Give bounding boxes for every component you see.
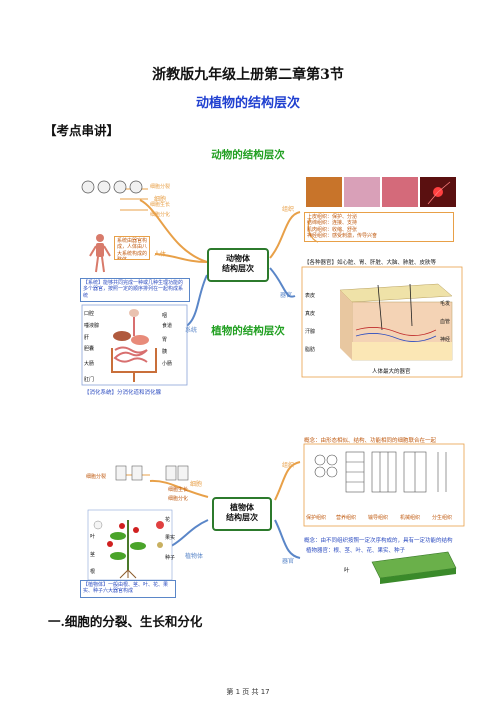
digestive-label: 大肠 bbox=[84, 361, 95, 367]
digestive-label: 肛门 bbox=[84, 377, 95, 383]
tissue-item: 上皮组织：保护、分泌 bbox=[307, 214, 358, 220]
tissue-item: 神经组织：感受刺激，传导兴奋 bbox=[307, 232, 378, 239]
page-footer: 第 1 页 共 17 bbox=[226, 688, 270, 696]
plant-tissue-type: 分生组织 bbox=[432, 515, 453, 521]
animal-branch-system: 系统 bbox=[185, 327, 198, 334]
skin-label: 脂肪 bbox=[305, 347, 316, 353]
digestive-label: 胰 bbox=[162, 349, 168, 355]
skin-label: 真皮 bbox=[305, 311, 316, 317]
tissue-item: 结缔组织：连接、支持 bbox=[307, 220, 358, 227]
animal-center-line2: 结构层次 bbox=[222, 264, 254, 273]
digestive-label: 咽 bbox=[162, 313, 168, 319]
digestive-label: 食道 bbox=[162, 323, 173, 329]
plant-cell-op-1: 细胞分裂 bbox=[86, 474, 107, 480]
section-heading-1: 一.细胞的分裂、生长和分化 bbox=[48, 614, 203, 629]
page-subtitle: 动植物的结构层次 bbox=[195, 96, 300, 111]
digestive-label: 小肠 bbox=[162, 361, 173, 367]
animal-branch-tissue: 组织 bbox=[282, 206, 295, 213]
plant-label: 果实 bbox=[165, 535, 176, 541]
plant-cell-op-3: 细胞分化 bbox=[168, 496, 189, 502]
plant-label: 叶 bbox=[90, 534, 96, 540]
plant-body-note: 【植物体】一般由根、茎、叶、花、果实、种子六大器官构成 bbox=[80, 580, 176, 598]
plant-branch-cell: 细胞 bbox=[190, 481, 203, 488]
plant-tissue-type: 营养组织 bbox=[336, 515, 357, 521]
page-title: 浙教版九年级上册第二章第3节 bbox=[152, 67, 344, 83]
skin-label: 表皮 bbox=[305, 293, 316, 299]
plant-center-line2: 结构层次 bbox=[226, 513, 258, 522]
animal-branch-body: 人体 bbox=[154, 251, 167, 258]
skin-label: 毛发 bbox=[440, 301, 451, 307]
plant-tissue-note: 概念：由形态相似、结构、功能相同的细胞联合在一起 bbox=[304, 438, 437, 444]
animal-branch-cell: 细胞 bbox=[154, 196, 167, 203]
plant-branch-body: 植物体 bbox=[185, 553, 204, 560]
plant-organ-list: 植物器官：根、茎、叶、花、果实、种子 bbox=[306, 548, 406, 554]
skin-caption: 人体最大的器官 bbox=[372, 369, 411, 375]
digestive-label: 肝 bbox=[84, 335, 90, 341]
skin-label: 汗腺 bbox=[305, 329, 316, 335]
organ-note: 【各种器官】如心脏、胃、肝脏、大脑、肺脏、皮肤等 bbox=[304, 260, 437, 266]
digestive-label: 胆囊 bbox=[84, 346, 95, 352]
plant-center-node: 植物体 结构层次 bbox=[212, 497, 272, 531]
animal-tissue-list: 上皮组织：保护、分泌 结缔组织：连接、支持 肌肉组织：收缩、舒张 神经组织：感受… bbox=[304, 212, 454, 242]
plant-label: 花 bbox=[165, 517, 171, 523]
animal-center-node: 动物体 结构层次 bbox=[207, 248, 269, 282]
plant-organ-note: 概念：由不同组织按照一定次序构成的，具有一定功能的结构 bbox=[304, 538, 453, 544]
plant-label: 茎 bbox=[90, 552, 96, 558]
animal-center-line1: 动物体 bbox=[226, 254, 250, 263]
plant-map-title: 植物的结构层次 bbox=[211, 325, 285, 337]
plant-branch-tissue: 组织 bbox=[282, 462, 295, 469]
plant-leaf-label: 叶 bbox=[344, 568, 350, 574]
digestive-caption: 【消化系统】分消化道和消化腺 bbox=[84, 390, 162, 396]
plant-label: 种子 bbox=[165, 555, 176, 561]
plant-cell-op-2: 细胞生长 bbox=[168, 487, 189, 493]
plant-center-line1: 植物体 bbox=[230, 503, 254, 512]
section-label: 【考点串讲】 bbox=[44, 123, 120, 138]
animal-branch-organ: 器官 bbox=[280, 292, 293, 299]
animal-map-title: 动物的结构层次 bbox=[211, 149, 285, 161]
tissue-item: 肌肉组织：收缩、舒张 bbox=[307, 226, 358, 233]
animal-cell-op-2: 细胞生长 bbox=[150, 202, 171, 208]
skin-label: 血管 bbox=[440, 319, 451, 325]
plant-branch-organ: 器官 bbox=[282, 558, 295, 565]
digestive-label: 口腔 bbox=[84, 311, 95, 317]
digestive-label: 唾液腺 bbox=[84, 323, 100, 329]
plant-tissue-type: 保护组织 bbox=[306, 515, 327, 521]
digestive-label: 胃 bbox=[162, 337, 168, 343]
animal-system-note: 【系统】能够共同完成一种或几种生理功能的多个器官，按照一定的顺序排列在一起构成系… bbox=[80, 278, 190, 302]
animal-body-note: 系统由器官构成，人体由八大系统构成的整体 bbox=[114, 236, 150, 260]
plant-label: 根 bbox=[90, 569, 96, 575]
plant-tissue-type: 输导组织 bbox=[368, 515, 389, 521]
animal-cell-op-3: 细胞分化 bbox=[150, 212, 171, 218]
skin-label: 神经 bbox=[440, 337, 451, 343]
animal-cell-op-1: 细胞分裂 bbox=[150, 184, 171, 190]
plant-tissue-type: 机械组织 bbox=[400, 515, 421, 521]
